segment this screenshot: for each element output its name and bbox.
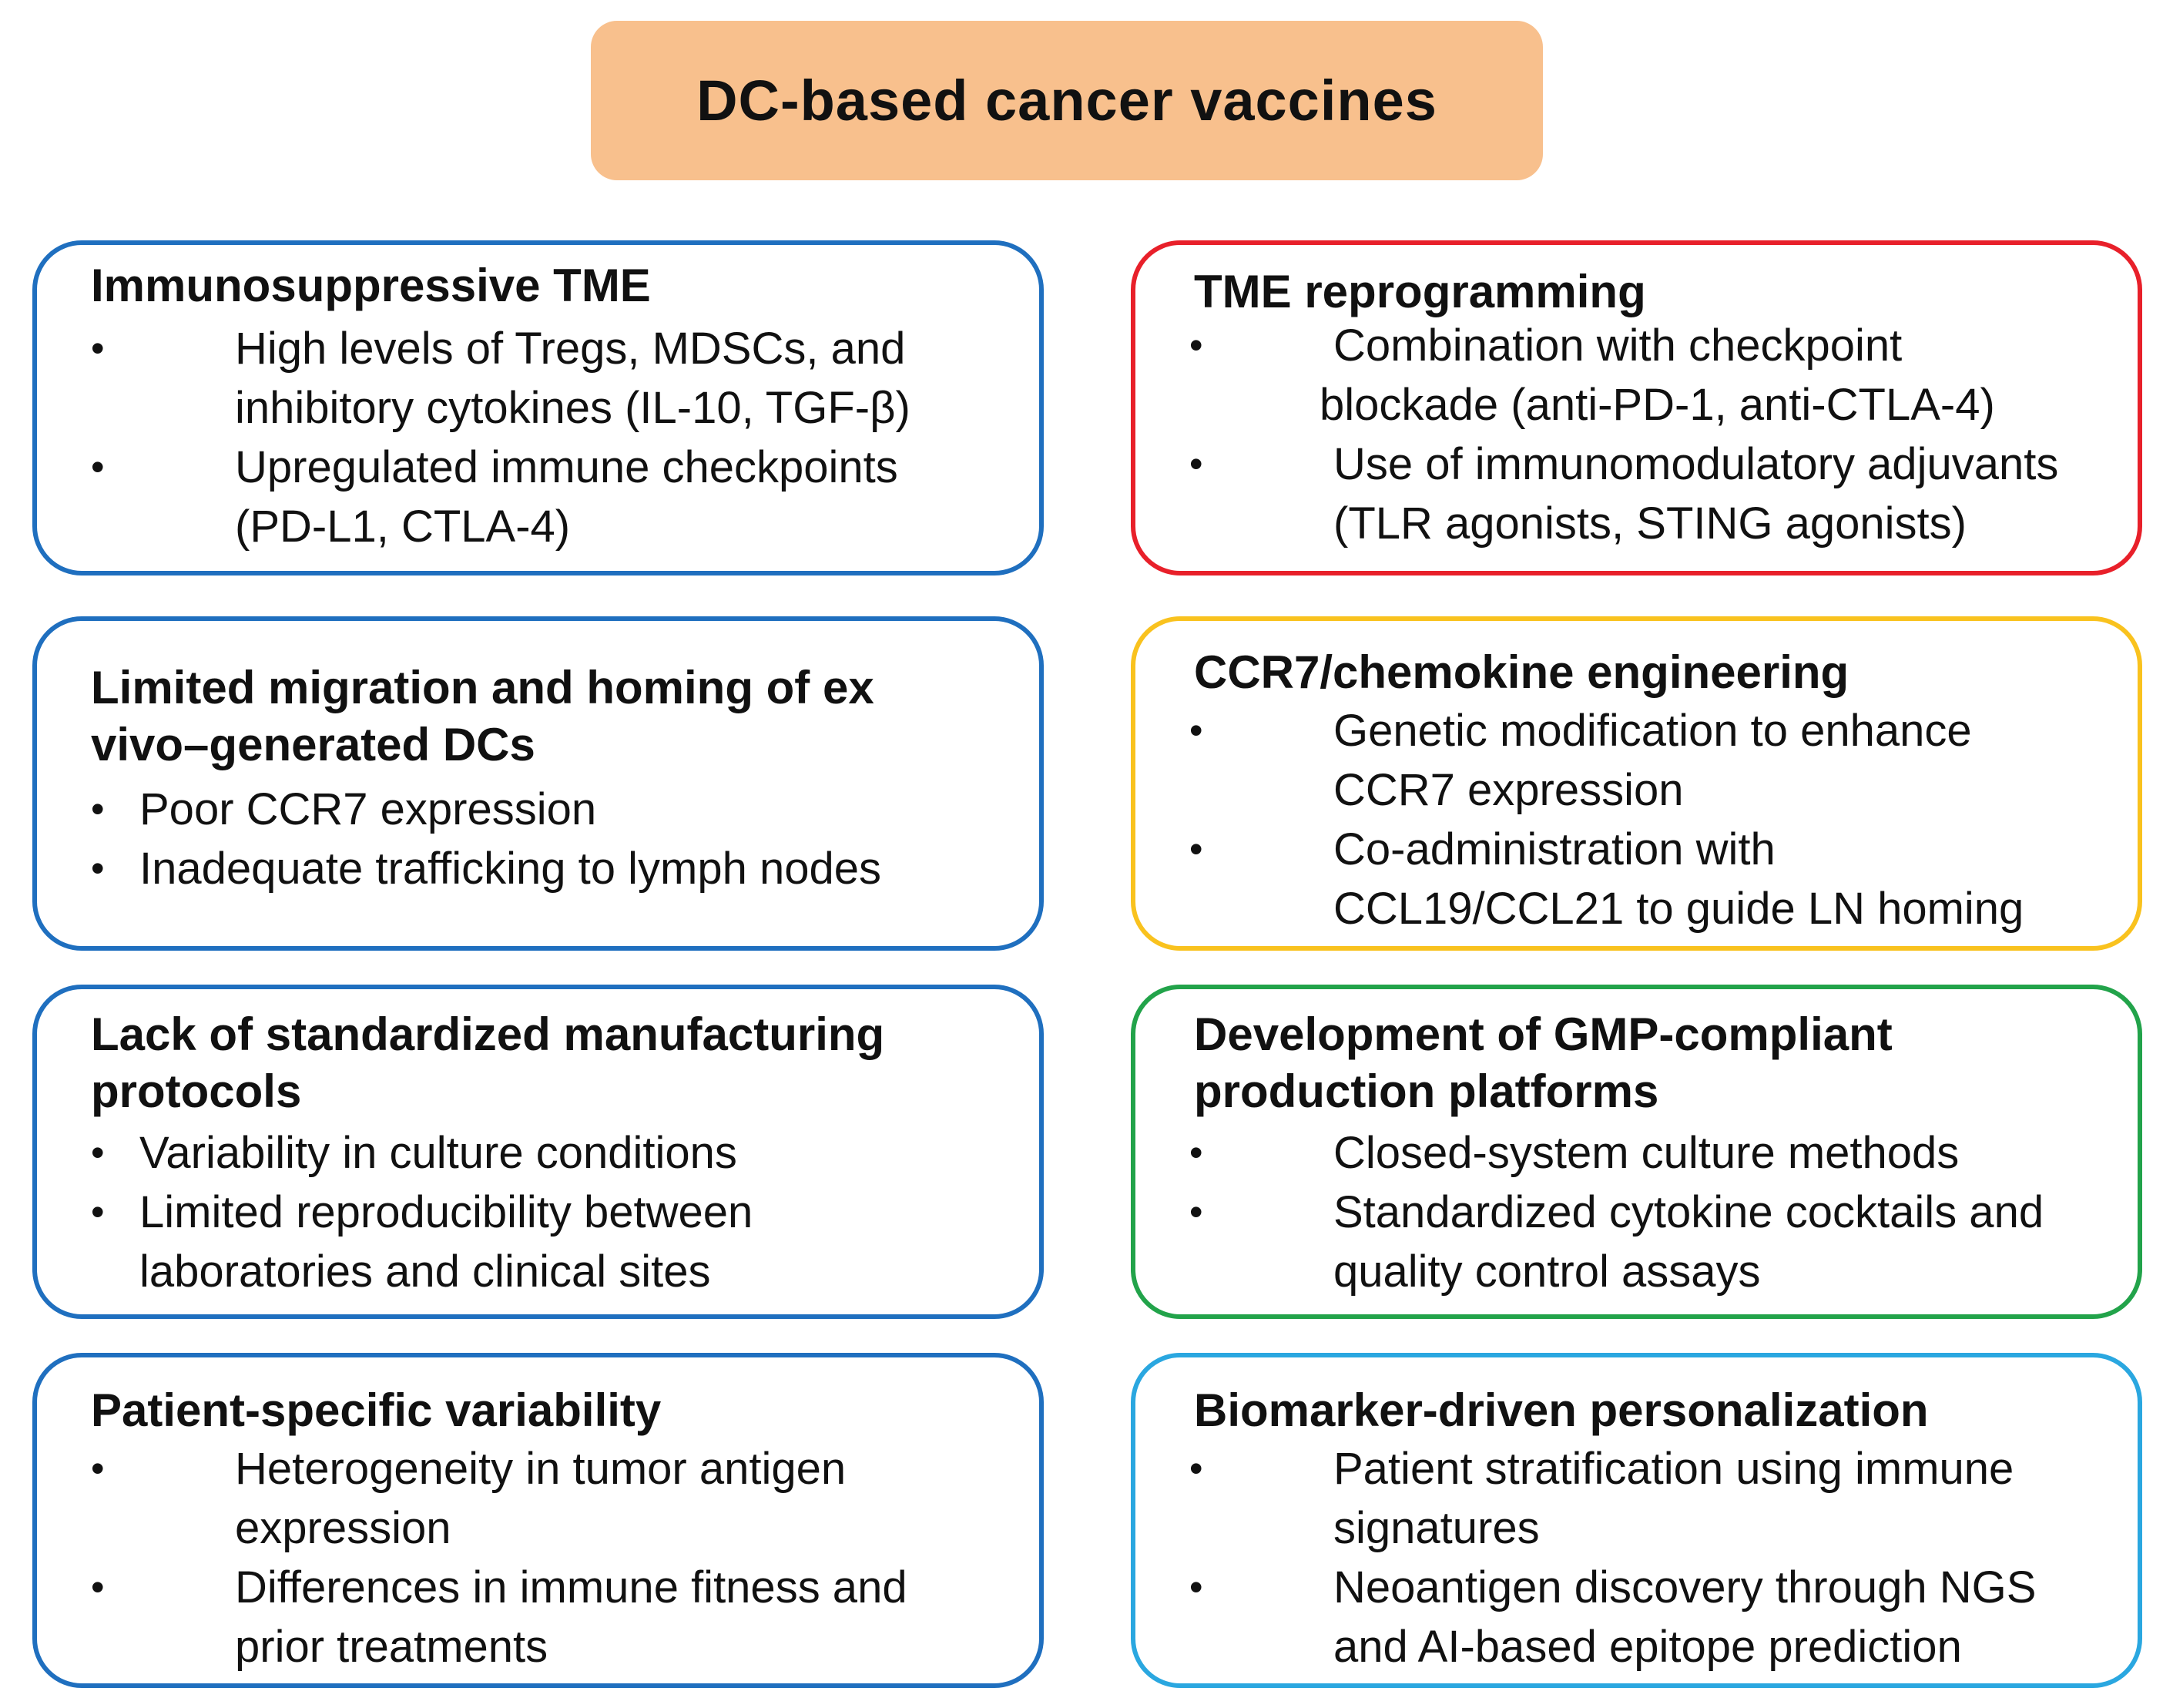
card-title-line: vivo–generated DCs (91, 719, 535, 770)
card-title-line: Lack of standardized manufacturing (91, 1008, 885, 1060)
card-title: Immunosuppressive TME (91, 260, 651, 311)
list-item: • High levels of Tregs, MDSCs, and inhib… (91, 319, 910, 438)
bullet-line: Poor CCR7 expression (139, 784, 597, 834)
card-ccr7-engineering: CCR7/chemokine engineering • Genetic mod… (1131, 616, 2142, 951)
card-title: CCR7/chemokine engineering (1194, 646, 1849, 698)
bullet-dot: • (91, 1447, 105, 1490)
card-title: Biomarker-driven personalization (1194, 1384, 1929, 1436)
list-item: • Inadequate trafficking to lymph nodes (91, 839, 881, 898)
card-limited-migration: Limited migration and homing of ex vivo–… (32, 616, 1044, 951)
list-item: • Co-administration with CCL19/CCL21 to … (1189, 820, 2024, 938)
bullet-line: Closed-system culture methods (1333, 1128, 1960, 1178)
bullet-line: Limited reproducibility between (139, 1187, 753, 1237)
list-item: • Upregulated immune checkpoints (PD-L1,… (91, 438, 910, 556)
card-immunosuppressive-tme: Immunosuppressive TME • High levels of T… (32, 240, 1044, 575)
bullet-dot: • (91, 1565, 105, 1609)
card-tme-reprogramming: TME reprogramming • Combination with che… (1131, 240, 2142, 575)
list-item: • Genetic modification to enhance CCR7 e… (1189, 701, 2024, 820)
bullet-line: expression (235, 1503, 451, 1553)
bullet-line: blockade (anti-PD-1, anti-CTLA-4) (1320, 380, 1995, 430)
bullet-dot: • (1189, 827, 1203, 871)
bullet-line: Inadequate trafficking to lymph nodes (139, 844, 882, 894)
bullet-list: • High levels of Tregs, MDSCs, and inhib… (91, 319, 910, 556)
bullet-list: • Poor CCR7 expression • Inadequate traf… (91, 780, 881, 898)
diagram-title: DC-based cancer vaccines (696, 69, 1437, 133)
bullet-list: • Heterogeneity in tumor antigen express… (91, 1439, 907, 1676)
bullet-line: Upregulated immune checkpoints (235, 442, 898, 492)
bullet-dot: • (91, 1190, 105, 1233)
bullet-dot: • (91, 787, 105, 831)
card-title-line: production platforms (1194, 1065, 1659, 1117)
bullet-line: Neoantigen discovery through NGS (1333, 1562, 2037, 1612)
bullet-line: Differences in immune fitness and (235, 1562, 907, 1612)
bullet-line: Use of immunomodulatory adjuvants (1333, 439, 2059, 489)
list-item: • Standardized cytokine cocktails and qu… (1189, 1183, 2044, 1301)
bullet-line: Genetic modification to enhance (1333, 706, 1972, 756)
bullet-line: quality control assays (1333, 1247, 1761, 1297)
list-item: • Variability in culture conditions (91, 1123, 753, 1183)
bullet-line: Co-administration with (1333, 824, 1776, 874)
bullet-line: (TLR agonists, STING agonists) (1333, 498, 1967, 549)
bullet-line: High levels of Tregs, MDSCs, and (235, 324, 906, 374)
bullet-list: • Genetic modification to enhance CCR7 e… (1189, 701, 2024, 938)
bullet-list: • Patient stratification using immune si… (1189, 1439, 2036, 1676)
title-box: DC-based cancer vaccines (591, 21, 1543, 180)
bullet-line: and AI-based epitope prediction (1333, 1622, 1962, 1672)
card-title: Lack of standardized manufacturing proto… (91, 1006, 884, 1120)
bullet-line: Variability in culture conditions (139, 1128, 737, 1178)
list-item: • Use of immunomodulatory adjuvants (TLR… (1189, 435, 2058, 553)
card-gmp-platforms: Development of GMP-compliant production … (1131, 985, 2142, 1319)
list-item: • Patient stratification using immune si… (1189, 1439, 2036, 1558)
bullet-line: Standardized cytokine cocktails and (1333, 1187, 2044, 1237)
card-title: Patient-specific variability (91, 1384, 662, 1436)
list-item: • Limited reproducibility between labora… (91, 1183, 753, 1301)
list-item: • Neoantigen discovery through NGS and A… (1189, 1558, 2036, 1676)
bullet-dot: • (91, 1131, 105, 1174)
card-biomarker-personalization: Biomarker-driven personalization • Patie… (1131, 1353, 2142, 1688)
bullet-dot: • (1189, 1565, 1203, 1609)
card-title: Development of GMP-compliant production … (1194, 1006, 1893, 1120)
bullet-line: inhibitory cytokines (IL-10, TGF-β) (235, 383, 910, 433)
bullet-line: Combination with checkpoint (1333, 320, 1903, 371)
card-patient-variability: Patient-specific variability • Heterogen… (32, 1353, 1044, 1688)
bullet-dot: • (91, 847, 105, 890)
bullet-dot: • (91, 327, 105, 370)
bullet-dot: • (1189, 324, 1203, 367)
card-title: Limited migration and homing of ex vivo–… (91, 659, 874, 773)
bullet-list: • Variability in culture conditions • Li… (91, 1123, 753, 1301)
bullet-line: laboratories and clinical sites (139, 1247, 711, 1297)
bullet-line: prior treatments (235, 1622, 548, 1672)
card-title-line: Development of GMP-compliant (1194, 1008, 1893, 1060)
list-item: • Poor CCR7 expression (91, 780, 881, 839)
bullet-dot: • (1189, 1131, 1203, 1174)
bullet-dot: • (1189, 709, 1203, 752)
bullet-line: Patient stratification using immune (1333, 1444, 2014, 1494)
bullet-dot: • (1189, 1190, 1203, 1233)
bullet-line: (PD-L1, CTLA-4) (235, 502, 571, 552)
list-item: • Heterogeneity in tumor antigen express… (91, 1439, 907, 1558)
bullet-line: signatures (1333, 1503, 1540, 1553)
card-title-line: protocols (91, 1065, 302, 1117)
card-manufacturing-protocols: Lack of standardized manufacturing proto… (32, 985, 1044, 1319)
bullet-line: CCL19/CCL21 to guide LN homing (1333, 884, 2024, 934)
bullet-dot: • (1189, 1447, 1203, 1490)
card-title-line: Limited migration and homing of ex (91, 662, 874, 713)
bullet-dot: • (1189, 442, 1203, 485)
bullet-list: • Combination with checkpoint blockade (… (1189, 316, 2058, 553)
list-item: • Closed-system culture methods (1189, 1123, 2044, 1183)
list-item: • Differences in immune fitness and prio… (91, 1558, 907, 1676)
list-item: • Combination with checkpoint blockade (… (1189, 316, 2058, 435)
bullet-list: • Closed-system culture methods • Standa… (1189, 1123, 2044, 1301)
card-title: TME reprogramming (1194, 266, 1646, 317)
bullet-line: CCR7 expression (1333, 765, 1684, 815)
bullet-line: Heterogeneity in tumor antigen (235, 1444, 847, 1494)
bullet-dot: • (91, 445, 105, 488)
